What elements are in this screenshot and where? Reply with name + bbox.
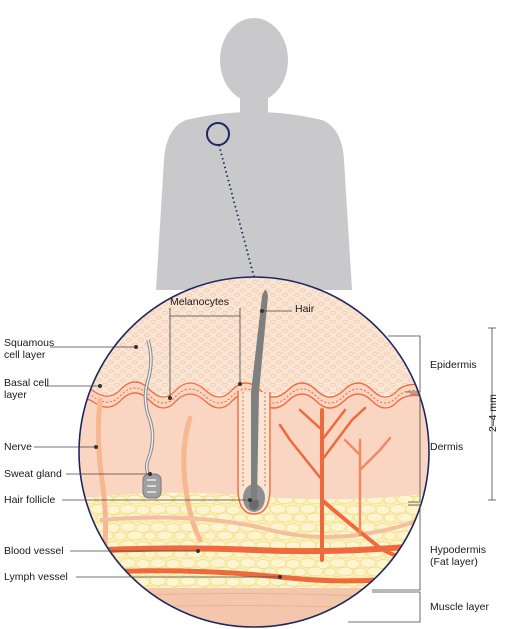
nerve (95, 397, 109, 563)
label-epidermis: Epidermis (430, 359, 477, 371)
label-melanocytes: Melanocytes (170, 296, 229, 308)
label-hypodermis-1: Hypodermis (430, 544, 486, 556)
label-squamous-2: cell layer (4, 349, 46, 361)
zoom-circle-border (78, 276, 430, 628)
skin-cross-section (79, 277, 429, 627)
label-basal-1: Basal cell (4, 377, 49, 389)
hair-shaft (251, 290, 268, 500)
human-silhouette (156, 18, 352, 290)
label-lymph-vessel: Lymph vessel (4, 571, 68, 583)
label-thickness: 2–4 mm (487, 394, 499, 432)
sweat-gland-coil (142, 473, 162, 499)
label-hypodermis-2: (Fat layer) (430, 556, 478, 568)
label-hair-follicle: Hair follicle (4, 494, 56, 506)
label-squamous-1: Squamous (4, 337, 54, 349)
label-basal-2: layer (4, 389, 27, 401)
label-nerve: Nerve (4, 441, 32, 453)
zoom-ring (206, 122, 230, 146)
leader-lines (34, 308, 292, 579)
label-muscle-layer: Muscle layer (430, 601, 489, 613)
layer-brackets (348, 327, 496, 623)
label-sweat-gland: Sweat gland (4, 468, 62, 480)
label-dermis: Dermis (430, 441, 463, 453)
label-blood-vessel: Blood vessel (4, 545, 64, 557)
text-labels: Melanocytes Hair Squamous cell layer Bas… (4, 296, 499, 613)
label-hair: Hair (295, 303, 315, 315)
zoom-connector (218, 144, 255, 278)
muscle-region (79, 588, 429, 627)
